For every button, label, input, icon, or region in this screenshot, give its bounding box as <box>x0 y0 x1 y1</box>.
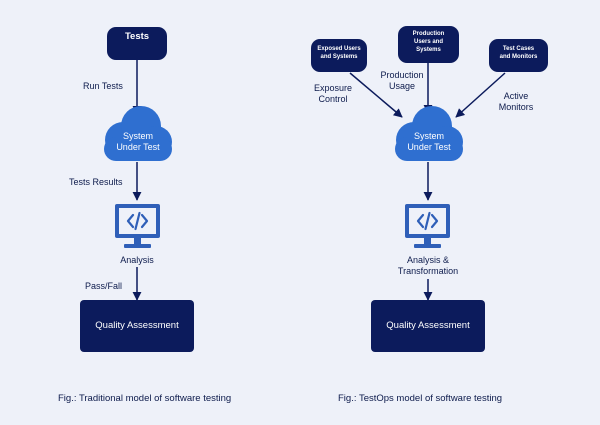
run-tests-label: Run Tests <box>83 81 123 91</box>
production-users-box <box>398 26 459 63</box>
tests-box <box>107 27 167 60</box>
quality-assessment-label-right: Quality Assessment <box>386 320 470 331</box>
active-monitors-label-1: Active <box>503 91 529 101</box>
system-under-test-cloud-right <box>395 106 463 161</box>
analysis-monitor-icon-left <box>115 204 160 248</box>
analysis-transformation-label-2: Transformation <box>397 266 459 276</box>
exposed-users-label-2: and Systems <box>320 54 358 60</box>
cloud-right-label-2: Under Test <box>407 142 451 152</box>
production-users-label-2: Users and <box>413 39 443 45</box>
production-users-label-3: Systems <box>416 47 441 53</box>
exposure-control-label-2: Control <box>318 94 348 104</box>
production-users-label-1: Production <box>412 31 445 37</box>
test-cases-box <box>489 39 548 72</box>
pass-fall-label: Pass/Fall <box>85 281 123 291</box>
quality-assessment-label-left: Quality Assessment <box>95 320 179 331</box>
production-usage-label-1: Production <box>380 70 424 80</box>
analysis-label-left: Analysis <box>120 255 154 265</box>
exposure-control-label-1: Exposure <box>313 83 353 93</box>
analysis-monitor-icon-right <box>405 204 450 248</box>
edge-active-monitors <box>455 72 506 118</box>
tests-results-label: Tests Results <box>69 177 123 187</box>
test-cases-label-2: and Monitors <box>499 54 538 60</box>
exposed-users-box <box>311 39 367 72</box>
tests-box-label: Tests <box>124 31 150 42</box>
cloud-left-label-2: Under Test <box>116 142 160 152</box>
cloud-right-label-1: System <box>413 131 444 141</box>
quality-assessment-box-left <box>80 300 194 352</box>
exposed-users-label-1: Exposed Users <box>317 46 361 52</box>
caption-traditional: Fig.: Traditional model of software test… <box>58 393 232 404</box>
active-monitors-label-2: Monitors <box>498 102 534 112</box>
analysis-transformation-label-1: Analysis & <box>406 255 450 265</box>
caption-testops: Fig.: TestOps model of software testing <box>338 393 503 404</box>
production-usage-label-2: Usage <box>388 81 416 91</box>
system-under-test-cloud-left <box>104 106 172 161</box>
quality-assessment-box-right <box>371 300 485 352</box>
edge-exposure-control <box>349 72 403 118</box>
test-cases-label-1: Test Cases <box>502 46 535 52</box>
cloud-left-label-1: System <box>122 131 153 141</box>
